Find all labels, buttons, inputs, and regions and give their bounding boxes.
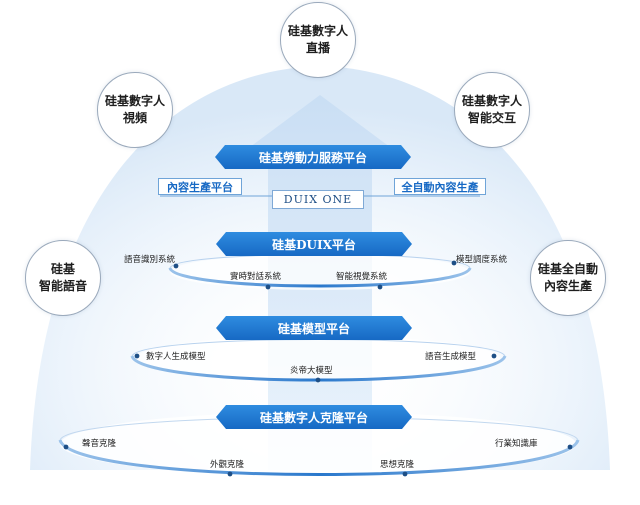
circle-smart-voice: 硅基 智能語音 (25, 240, 101, 316)
clone-node-dot (402, 471, 408, 477)
clone-node-dot (567, 444, 573, 450)
duix-ring-front (168, 267, 472, 288)
clone-node-dot (63, 444, 69, 450)
node-appearance-clone: 外觀克隆 (210, 460, 245, 470)
model-node-dot (315, 377, 321, 383)
model-node-dot (491, 353, 497, 359)
model-node-dot (134, 353, 140, 359)
clone-ring-shadow (60, 412, 576, 476)
duix-ring-shadow (170, 254, 470, 290)
box-content-production-platform: 內容生產平台 (158, 178, 242, 195)
node-industry-knowledge-base: 行業知識庫 (495, 439, 538, 449)
banner-labor-service-platform: 硅基勞動力服務平台 (215, 145, 411, 169)
circle-smart-interaction: 硅基數字人 智能交互 (454, 72, 530, 148)
duix-node-dot (265, 284, 271, 290)
duix-node-dot (451, 260, 457, 266)
circle-video: 硅基數字人 視頻 (97, 72, 173, 148)
node-voice-generation-model: 語音生成模型 (425, 352, 477, 362)
model-ring-shadow (136, 336, 500, 380)
banner-clone-platform: 硅基數字人克隆平台 (216, 405, 412, 429)
circle-auto-content: 硅基全自動 內容生產 (530, 240, 606, 316)
clone-node-dot (227, 471, 233, 477)
circle-live-stream: 硅基數字人 直播 (280, 2, 356, 78)
box-auto-content-production: 全自動內容生產 (394, 178, 486, 195)
node-yandi-model: 炎帝大模型 (290, 366, 333, 376)
node-smart-vision: 智能視覺系統 (336, 272, 388, 282)
node-realtime-dialogue: 實時對話系統 (230, 272, 282, 282)
banner-model-platform: 硅基模型平台 (216, 316, 412, 340)
box-duix-one: DUIX ONE (272, 190, 364, 209)
node-thought-clone: 思想克隆 (380, 460, 415, 470)
clone-ring-front (58, 439, 580, 476)
node-speech-recognition: 語音識別系統 (124, 255, 176, 265)
banner-duix-platform: 硅基DUIX平台 (216, 232, 412, 256)
duix-node-dot (377, 284, 383, 290)
node-digital-human-model: 數字人生成模型 (146, 352, 206, 362)
duix-node-dot (173, 263, 179, 269)
node-voice-clone: 聲音克隆 (82, 439, 117, 449)
node-model-scheduling: 模型調度系統 (456, 255, 508, 265)
